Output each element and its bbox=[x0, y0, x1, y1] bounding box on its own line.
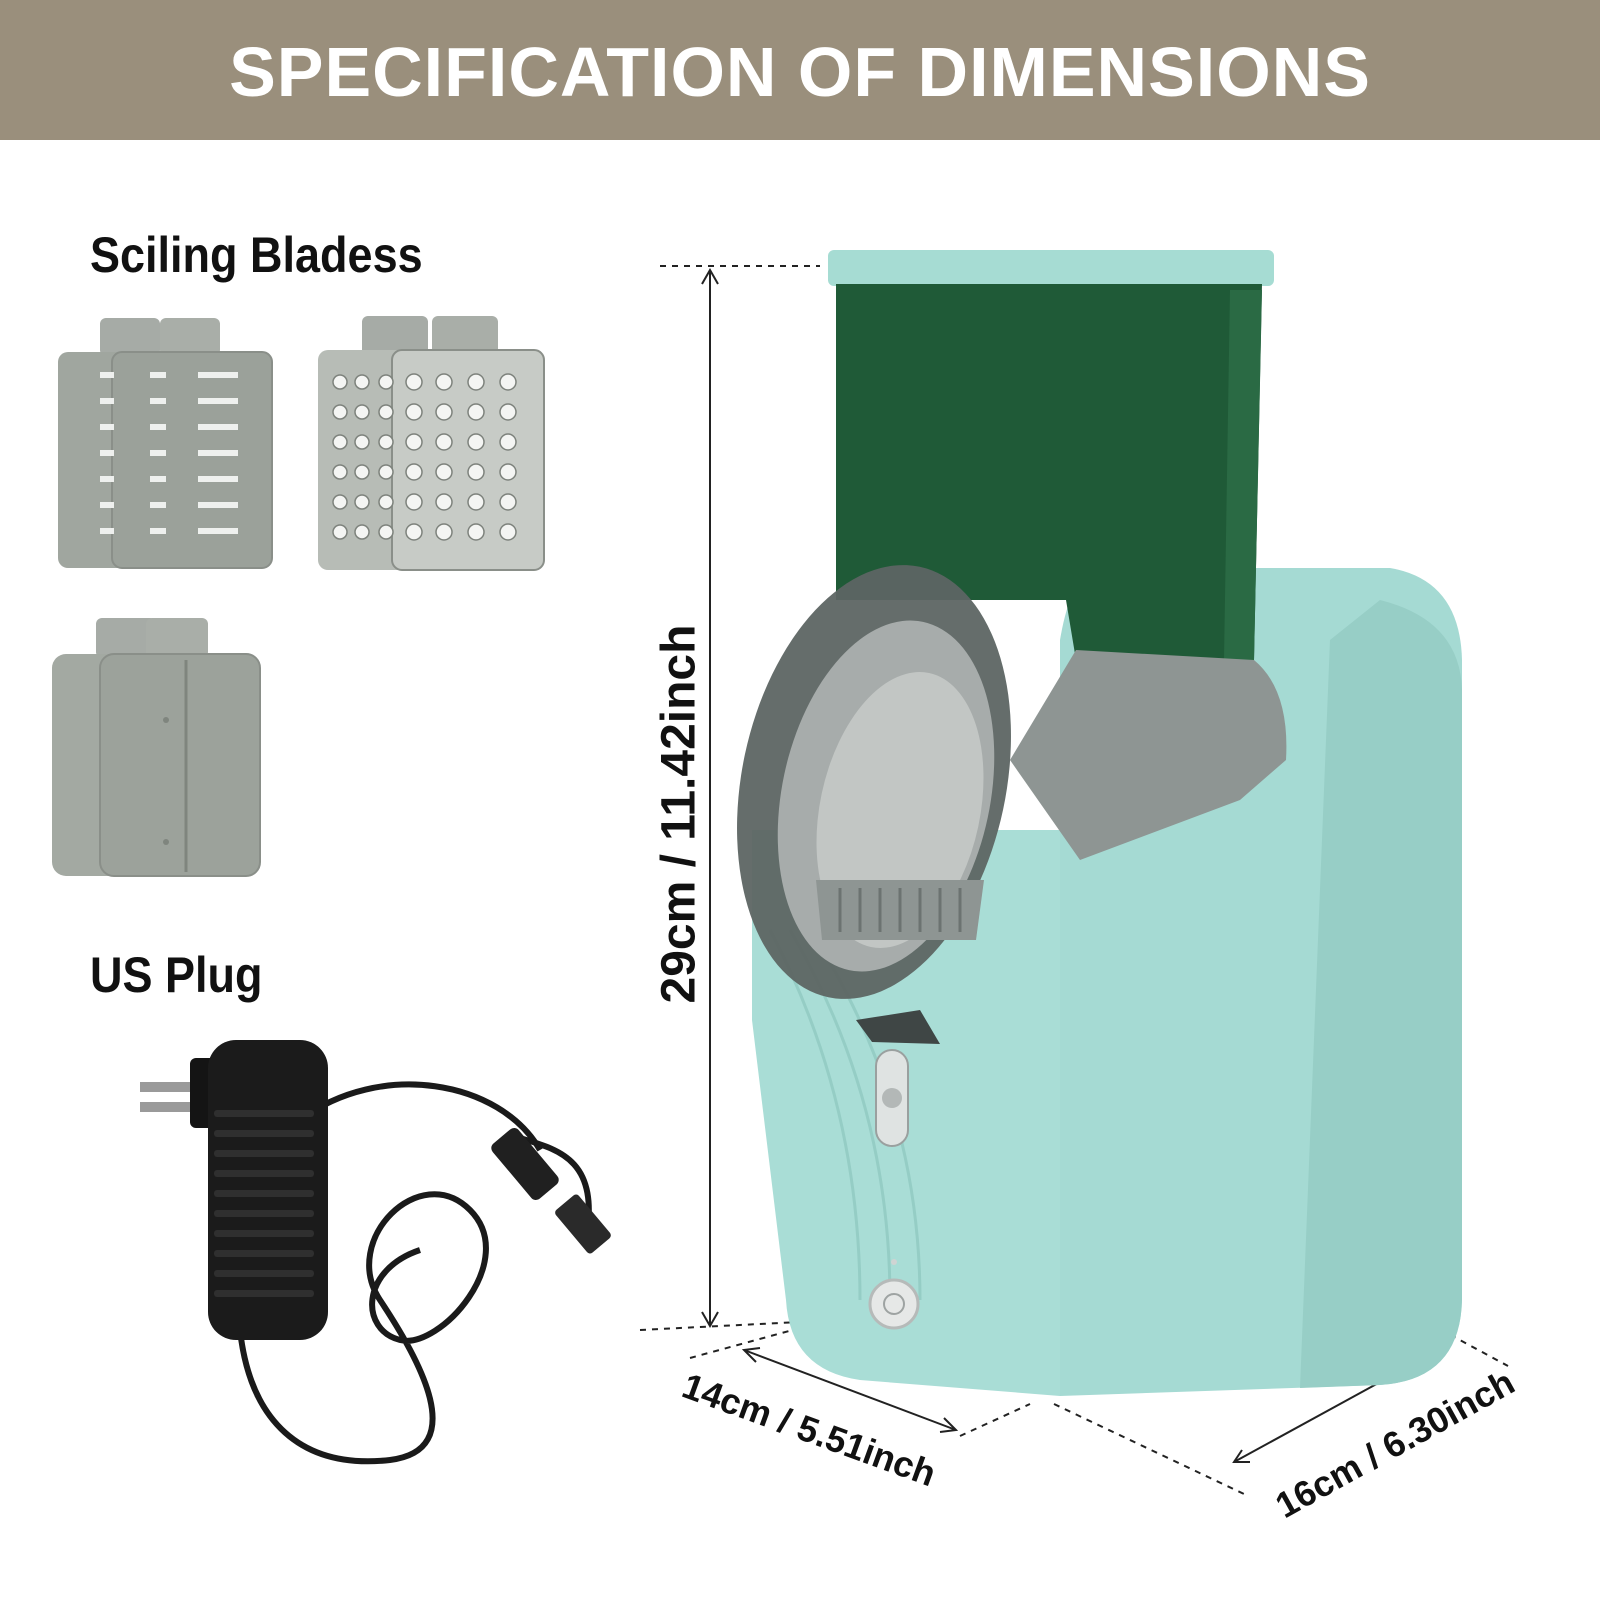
plain-blade-drum bbox=[52, 618, 261, 877]
header-banner: SPECIFICATION OF DIMENSIONS bbox=[0, 0, 1600, 140]
height-dimension-line bbox=[639, 265, 820, 1331]
slicer-machine bbox=[737, 250, 1462, 1396]
height-dimension-label: 29cm / 11.42inch bbox=[652, 624, 706, 1004]
plug-section-label: US Plug bbox=[90, 947, 263, 1003]
blades-section-label: Sciling Bladess bbox=[90, 227, 423, 283]
power-adapter bbox=[140, 1040, 611, 1465]
page-title: SPECIFICATION OF DIMENSIONS bbox=[229, 33, 1371, 111]
slicing-blade-drum bbox=[58, 318, 273, 569]
depth-dimension-line bbox=[689, 1327, 1031, 1437]
grater-blade-drum bbox=[318, 316, 545, 571]
